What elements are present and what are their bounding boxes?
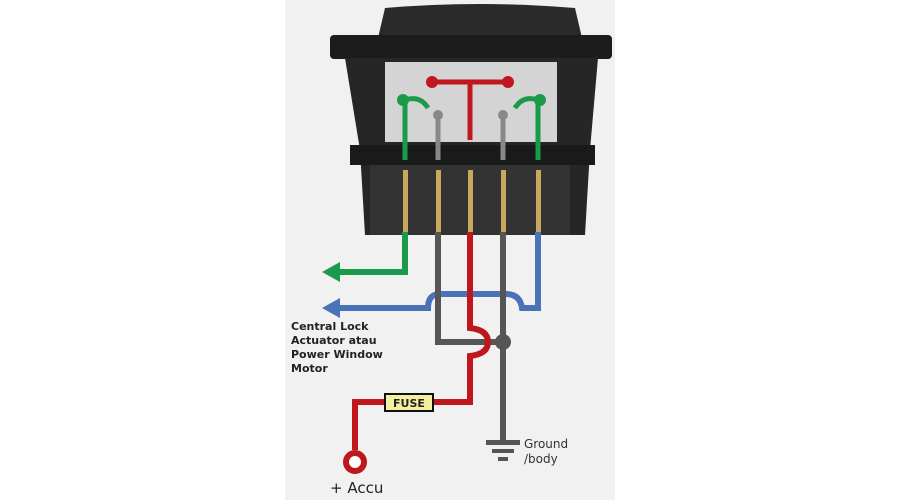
junction-dot [495, 334, 511, 350]
fuse-label: FUSE [393, 397, 425, 410]
fuse-box [384, 393, 434, 412]
accu-terminal-icon [343, 450, 367, 474]
green-wire [338, 232, 408, 275]
switch-pins [403, 170, 541, 232]
ground-icon [486, 440, 520, 461]
red-wire [352, 232, 492, 450]
ground-label-line-2: /body [524, 452, 558, 466]
green-arrow-icon [322, 262, 340, 282]
actuator-label-line-4: Motor [291, 362, 328, 375]
actuator-label-line-1: Central Lock [291, 320, 369, 333]
gray-wire-left [435, 232, 503, 345]
ground-label-line-1: Ground [524, 437, 568, 451]
internal-contacts [397, 76, 546, 160]
blue-arrow-icon [322, 298, 340, 318]
accu-label: + Accu [330, 479, 383, 497]
actuator-label-line-2: Actuator atau [291, 334, 377, 347]
actuator-label-line-3: Power Window [291, 348, 383, 361]
